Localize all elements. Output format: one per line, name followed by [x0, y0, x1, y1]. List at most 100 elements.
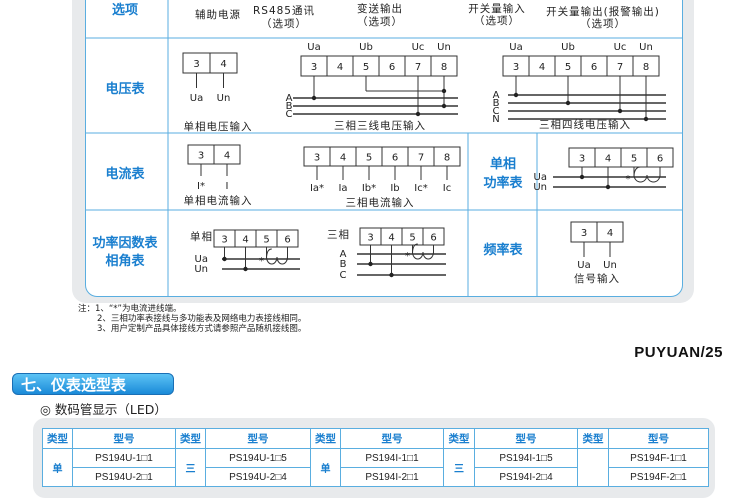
- junction-dot: [605, 184, 611, 190]
- option-note: （选项）: [474, 14, 520, 27]
- header-model: 型号: [72, 428, 176, 449]
- phase-label: A: [340, 249, 347, 260]
- terminal-number: 3: [221, 235, 227, 246]
- phase-label: B: [340, 259, 347, 270]
- option-aux-power: 辅助电源: [195, 8, 241, 21]
- row-label-single-power: 单相: [490, 156, 516, 172]
- caption: 三相四线电压输入: [539, 118, 631, 131]
- line-label: Un: [194, 264, 208, 275]
- model-cell: PS194I-1□1: [340, 448, 444, 468]
- diagram-title: 三相: [327, 228, 350, 241]
- terminal-number: 4: [607, 228, 613, 239]
- type-cell: 单: [310, 448, 341, 487]
- label: Ib: [390, 183, 399, 194]
- junction-dot: [389, 272, 394, 278]
- header-model: 型号: [608, 428, 709, 449]
- junction-dot: [415, 111, 421, 117]
- label: Uc: [614, 42, 627, 53]
- terminal-number: 8: [441, 62, 447, 73]
- label: Un: [603, 260, 617, 271]
- label: Uc: [412, 42, 425, 53]
- option-analog-out: 变送输出: [357, 2, 403, 15]
- label: Ia*: [310, 183, 324, 194]
- terminal-number: 3: [314, 153, 320, 164]
- subsection-title: ◎ 数码管显示（LED）: [40, 402, 167, 417]
- label: Ua: [190, 93, 203, 104]
- junction-dot: [368, 261, 373, 267]
- terminal-number: 4: [605, 154, 611, 165]
- type-cell: 三: [175, 448, 206, 487]
- terminal-number: 3: [193, 59, 199, 70]
- model-cell: PS194U-1□1: [72, 448, 176, 468]
- label: Un: [639, 42, 653, 53]
- row-label-ammeter: 电流表: [105, 166, 145, 182]
- terminal-number: 7: [418, 153, 424, 164]
- diagram-title: 单相: [190, 230, 213, 243]
- section-title: 七、仪表选型表: [12, 373, 174, 395]
- junction-dot: [513, 92, 519, 98]
- header-type: 类型: [310, 428, 341, 449]
- option-note: （选项）: [580, 17, 626, 30]
- terminal-number: 8: [643, 62, 649, 73]
- model-cell: PS194U-1□5: [205, 448, 311, 468]
- caption: 信号输入: [574, 272, 620, 285]
- header-type: 类型: [577, 428, 609, 449]
- model-cell: PS194U-2□1: [72, 467, 176, 487]
- caption: 单相电压输入: [184, 120, 253, 133]
- terminal-number: 8: [444, 153, 450, 164]
- label: Un: [437, 42, 451, 53]
- terminal-number: 3: [311, 62, 317, 73]
- junction-dot: [222, 256, 227, 262]
- model-cell: PS194I-2□1: [340, 467, 444, 487]
- terminal-number: 3: [198, 151, 204, 162]
- terminal-number: 6: [430, 233, 436, 244]
- junction-dot: [643, 116, 649, 122]
- label: Un: [217, 93, 231, 104]
- type-cell: [577, 448, 609, 487]
- label: Ub: [561, 42, 575, 53]
- ct-coil-icon: [266, 248, 288, 265]
- junction-dot: [565, 100, 571, 106]
- line-label: Un: [533, 182, 547, 193]
- notes: 注：1、“*”为电流进线端。 2、三相功率表接线与多功能表及网络电力表接线相同。…: [78, 304, 306, 334]
- label: Ic: [443, 183, 451, 194]
- page-mark: PUYUAN/25: [634, 344, 723, 361]
- header-type: 类型: [42, 428, 73, 449]
- terminal-number: 6: [392, 153, 398, 164]
- caption: 三相三线电压输入: [334, 119, 426, 132]
- junction-dot: [617, 108, 623, 114]
- row-label-options: 选项: [112, 2, 138, 18]
- caption: 单相电流输入: [184, 194, 253, 207]
- option-switch-out: 开关量输出(报警输出): [546, 5, 660, 18]
- label: Ua: [577, 260, 590, 271]
- row-label-power-factor: 功率因数表: [92, 235, 158, 251]
- terminal-number: 5: [263, 235, 269, 246]
- ct-coil-icon: [412, 243, 434, 260]
- terminal-number: 5: [565, 62, 571, 73]
- row-label-frequency: 频率表: [483, 242, 523, 258]
- terminal-number: 6: [389, 62, 395, 73]
- junction-dot: [243, 266, 248, 272]
- option-switch-in: 开关量输入: [468, 2, 526, 15]
- ct-coil-icon: [633, 166, 661, 183]
- label: Ua: [509, 42, 522, 53]
- terminal-number: 3: [579, 154, 585, 165]
- terminal-number: 5: [366, 153, 372, 164]
- terminal-number: 4: [337, 62, 343, 73]
- caption: 三相电流输入: [346, 196, 415, 209]
- label: Ic*: [414, 183, 427, 194]
- terminal-number: 3: [581, 228, 587, 239]
- model-cell: PS194I-2□4: [474, 467, 578, 487]
- terminal-number: 5: [363, 62, 369, 73]
- header-model: 型号: [205, 428, 311, 449]
- terminal-number: 7: [415, 62, 421, 73]
- terminal-number: 4: [539, 62, 545, 73]
- phase-label: B: [493, 98, 500, 109]
- model-cell: PS194U-2□4: [205, 467, 311, 487]
- option-note: （选项）: [261, 17, 307, 30]
- label: I*: [197, 181, 205, 192]
- terminal-number: 4: [242, 235, 248, 246]
- header-type: 类型: [443, 428, 475, 449]
